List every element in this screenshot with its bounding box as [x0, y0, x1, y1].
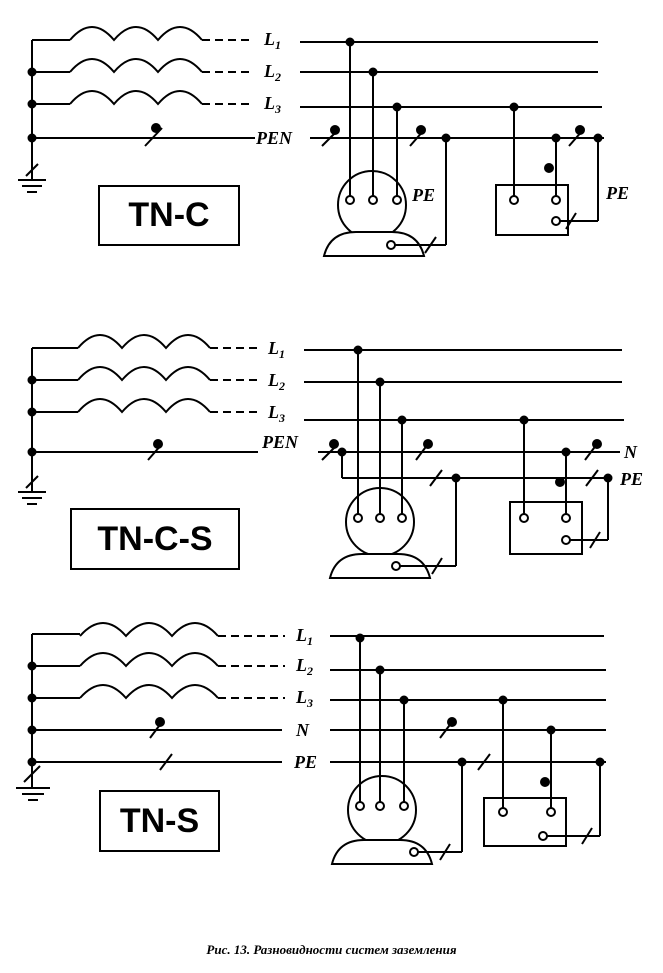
tn-c-s-label-n: N — [623, 442, 638, 462]
tn-c-s-appliance — [509, 501, 583, 555]
tn-c-coil-3 — [69, 90, 203, 106]
tn-s-coil-1 — [79, 622, 219, 638]
tn-c-coil-1 — [69, 26, 203, 42]
tn-c-appliance — [495, 184, 569, 236]
tn-c-s-title: TN-C-S — [70, 508, 240, 570]
tn-c-diagram: L1 L2 L3 PEN PE — [18, 26, 629, 257]
tn-c-s-label-l1: L1 — [267, 338, 285, 361]
tn-s-coil-2 — [79, 652, 219, 668]
tn-c-title: TN-C — [98, 185, 240, 246]
tn-c-label-l2: L2 — [263, 61, 281, 84]
tn-s-appliance — [483, 797, 567, 847]
tn-s-label-l1: L1 — [295, 625, 313, 648]
figure-caption: Рис. 13. Разновидности систем заземления — [206, 942, 457, 957]
tn-c-s-label-pe: PE — [619, 469, 643, 489]
tn-c-s-coil-3 — [77, 398, 211, 414]
tn-s-title: TN-S — [99, 790, 220, 852]
tn-c-s-label-l3: L3 — [267, 402, 285, 425]
tn-s-label-n: N — [295, 720, 310, 740]
tn-c-s-coil-1 — [77, 334, 211, 350]
tn-c-label-pe-1: PE — [411, 185, 435, 205]
tn-c-label-l1: L1 — [263, 29, 281, 52]
tn-c-coil-2 — [69, 58, 203, 74]
tn-c-label-pen: PEN — [255, 128, 293, 148]
tn-c-s-label-pen: PEN — [261, 432, 299, 452]
tn-c-s-coil-2 — [77, 366, 211, 382]
tn-c-s-label-l2: L2 — [267, 370, 285, 393]
tn-c-s-diagram: L1 L2 L3 PEN N PE — [18, 334, 643, 579]
tn-s-label-l3: L3 — [295, 687, 313, 710]
tn-s-coil-3 — [79, 684, 219, 700]
tn-s-label-l2: L2 — [295, 655, 313, 678]
tn-c-label-l3: L3 — [263, 93, 281, 116]
tn-s-diagram: L1 L2 L3 N PE — [16, 622, 606, 865]
tn-c-label-pe-2: PE — [605, 183, 629, 203]
tn-s-label-pe: PE — [293, 752, 317, 772]
